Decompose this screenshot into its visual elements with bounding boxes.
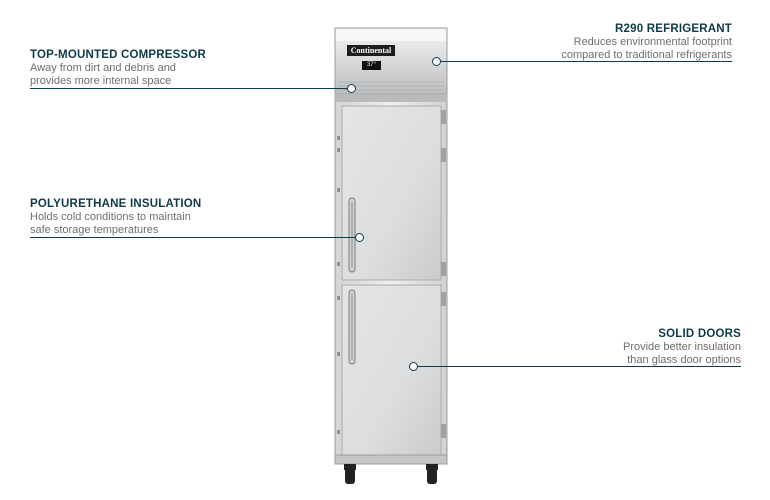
callout-refrigerant: R290 REFRIGERANT Reduces environmental f…: [450, 22, 732, 62]
callout-insulation: POLYURETHANE INSULATION Holds cold condi…: [30, 197, 320, 237]
callout-doors-title: SOLID DOORS: [658, 328, 741, 340]
brand-logo-text: Continental: [350, 46, 392, 55]
callout-doors-line1: Provide better insulation: [622, 341, 741, 353]
callout-insulation-line2: safe storage temperatures: [30, 224, 159, 236]
lower-door: [341, 284, 442, 456]
callout-insulation-line1: Holds cold conditions to maintain: [30, 211, 191, 223]
brand-logo-badge: [347, 45, 395, 56]
casters: [344, 464, 438, 484]
callout-doors-marker: [409, 362, 418, 371]
callout-insulation-leader: [30, 237, 356, 238]
callout-compressor-leader: [30, 88, 348, 89]
callout-compressor: TOP-MOUNTED COMPRESSOR Away from dirt an…: [30, 48, 320, 88]
temperature-display: [362, 61, 381, 70]
callout-refrigerant-line1: Reduces environmental footprint: [573, 36, 732, 48]
callout-compressor-marker: [347, 84, 356, 93]
callout-refrigerant-line2: compared to traditional refrigerants: [561, 49, 732, 61]
callout-compressor-title: TOP-MOUNTED COMPRESSOR: [30, 49, 207, 61]
callout-compressor-line2: provides more internal space: [30, 75, 172, 87]
callout-refrigerant-title: R290 REFRIGERANT: [615, 23, 732, 35]
callout-doors: SOLID DOORS Provide better insulation th…: [480, 327, 741, 367]
callout-insulation-title: POLYURETHANE INSULATION: [30, 198, 202, 210]
callout-refrigerant-leader: [440, 61, 732, 62]
hinge-markers: [337, 136, 340, 434]
callout-compressor-line1: Away from dirt and debris and: [30, 62, 176, 74]
callout-insulation-marker: [355, 233, 364, 242]
display-readout: 37°: [366, 62, 377, 68]
callout-refrigerant-marker: [432, 57, 441, 66]
upper-door: [341, 105, 442, 281]
callout-doors-leader: [418, 366, 741, 367]
callout-doors-line2: than glass door options: [627, 354, 741, 366]
